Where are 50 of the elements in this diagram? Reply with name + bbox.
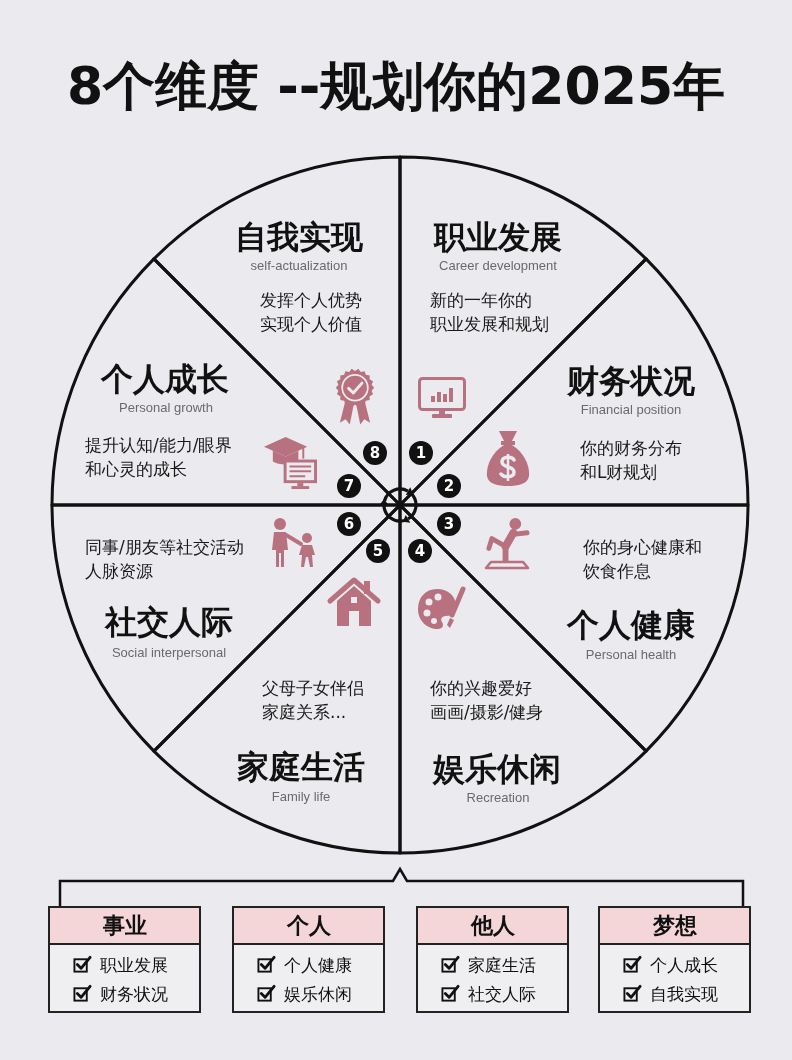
segment-heading: 自我实现	[235, 218, 363, 256]
number-badge: 6	[337, 512, 361, 536]
list-item: 家庭生活	[468, 954, 536, 977]
subtitle: Career development	[439, 258, 557, 273]
category-box	[232, 906, 385, 1013]
wheel-segment	[50, 256, 402, 508]
title: 8个维度 --规划你的2025年	[66, 56, 726, 116]
number-badge: 8	[363, 441, 387, 465]
number-badge: 4	[408, 539, 432, 563]
number-badge: 5	[366, 539, 390, 563]
description: 你的身心健康和饮食作息	[583, 536, 703, 583]
segment-heading: 职业发展	[434, 218, 562, 256]
category-heading: 他人	[418, 908, 567, 945]
subtitle: Social interpersonal	[111, 645, 227, 660]
number-badge: 3	[437, 512, 461, 536]
subtitle: self-actualization	[250, 258, 348, 273]
category-heading: 梦想	[600, 908, 749, 945]
segment-heading: 个人健康	[567, 606, 695, 644]
segment-heading: 家庭生活	[237, 748, 365, 786]
description: 父母子女伴侣家庭关系...	[262, 677, 365, 724]
description: 发挥个人优势实现个人价值	[260, 289, 363, 336]
segment-heading: 财务状况	[567, 362, 695, 400]
segment-heading: 娱乐休闲	[433, 750, 561, 788]
description: 提升认知/能力/眼界和心灵的成长	[85, 434, 234, 481]
description: 新的一年你的职业发展和规划	[430, 289, 550, 336]
subtitle: Personal growth	[119, 400, 213, 415]
list-item: 财务状况	[100, 983, 168, 1006]
description: 你的财务分布和L财规划	[580, 437, 683, 484]
number-badge: 2	[437, 474, 461, 498]
subtitle: Family life	[271, 789, 331, 804]
list-item: 个人健康	[284, 954, 352, 977]
category-heading: 事业	[50, 908, 199, 945]
segment-heading: 个人成长	[101, 360, 229, 398]
category-box	[416, 906, 569, 1013]
description: 同事/朋友等社交活动人脉资源	[85, 536, 245, 583]
number-badge: 7	[337, 474, 361, 498]
list-item: 个人成长	[650, 954, 718, 977]
list-item: 娱乐休闲	[284, 983, 352, 1006]
list-item: 自我实现	[650, 983, 718, 1006]
category-heading: 个人	[234, 908, 383, 945]
list-item: 社交人际	[468, 983, 536, 1006]
list-item: 职业发展	[100, 954, 168, 977]
category-box	[48, 906, 201, 1013]
description: 你的兴趣爱好画画/摄影/健身	[430, 677, 545, 724]
subtitle: Personal health	[585, 647, 677, 662]
subtitle: Recreation	[466, 790, 530, 805]
subtitle: Financial position	[580, 402, 682, 417]
segment-heading: 社交人际	[105, 603, 233, 641]
number-badge: 1	[409, 441, 433, 465]
category-box	[598, 906, 751, 1013]
